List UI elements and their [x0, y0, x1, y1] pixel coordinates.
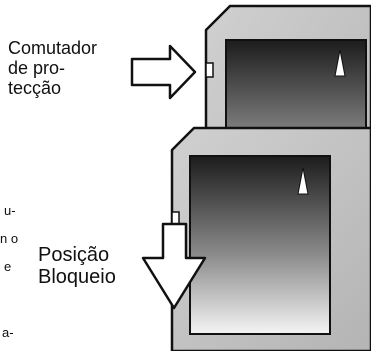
- lock-position-label-line-2: Bloqueio: [38, 266, 116, 288]
- margin-text-fragment: a-: [2, 325, 14, 340]
- margin-text-fragment: n o: [0, 231, 19, 246]
- triangle-icon: [297, 167, 309, 195]
- down-arrow-icon: [141, 222, 207, 310]
- sd-card-front-label: [189, 155, 331, 335]
- protection-switch-label-line-3: tecção: [8, 78, 62, 98]
- sd-card-back-write-protect-tab: [205, 62, 214, 78]
- lock-position-label-line-1: Posição: [38, 244, 110, 266]
- protection-switch-label-line-1: Comutador: [8, 38, 98, 58]
- sd-card-front: [170, 126, 371, 351]
- triangle-icon: [334, 49, 346, 77]
- margin-text-fragment: u-: [4, 203, 16, 218]
- lock-position-label: Posição Bloqueio: [38, 244, 116, 288]
- protection-switch-label-line-2: de pro-: [8, 58, 66, 78]
- protection-switch-label: Comutador de pro- tecção: [8, 38, 97, 98]
- right-arrow-icon: [130, 44, 197, 100]
- margin-text-fragment: e: [4, 259, 12, 274]
